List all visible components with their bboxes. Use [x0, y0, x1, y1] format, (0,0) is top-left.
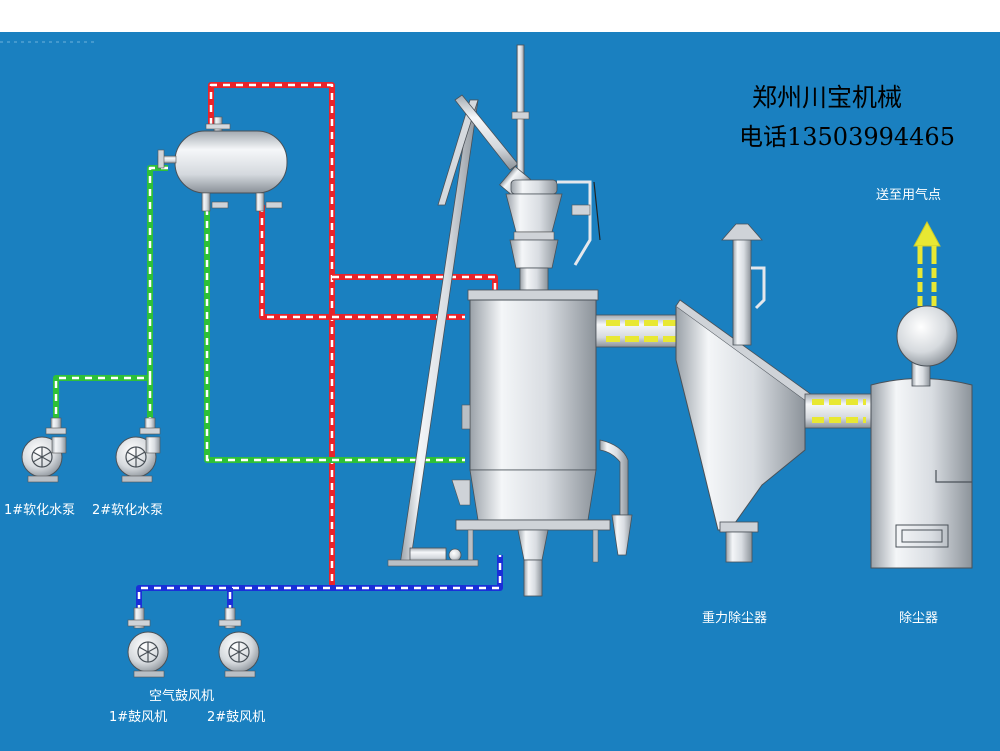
top-margin [0, 0, 1000, 32]
company-name: 郑州川宝机械 [752, 83, 903, 112]
steam-drum [157, 116, 288, 212]
gravity-dust-collector-label: 重力除尘器 [702, 611, 768, 626]
air-blower-2 [218, 607, 260, 678]
gas-duct-1 [595, 314, 687, 348]
green-pipes [53, 165, 465, 463]
output-label: 送至用气点 [876, 188, 942, 203]
pipes [53, 82, 503, 612]
dust-collector [870, 220, 973, 569]
soft-water-pump-1 [21, 417, 67, 483]
soft-water-pump-2-label: 2#软化水泵 [92, 503, 164, 518]
red-pipes [208, 82, 498, 585]
phone-number: 电话13503994465 [739, 123, 955, 151]
gasifier [387, 44, 633, 597]
gravity-dust-collector [675, 223, 813, 563]
soft-water-pump-2 [115, 417, 161, 483]
soft-water-pump-1-label: 1#软化水泵 [4, 503, 76, 518]
dust-collector-label: 除尘器 [899, 611, 939, 626]
air-blower-2-label: 2#鼓风机 [207, 710, 266, 725]
air-blower-1 [127, 607, 169, 678]
air-blower-1-label: 1#鼓风机 [109, 710, 168, 725]
air-blower-label: 空气鼓风机 [149, 689, 215, 704]
gas-duct-2 [804, 393, 872, 429]
